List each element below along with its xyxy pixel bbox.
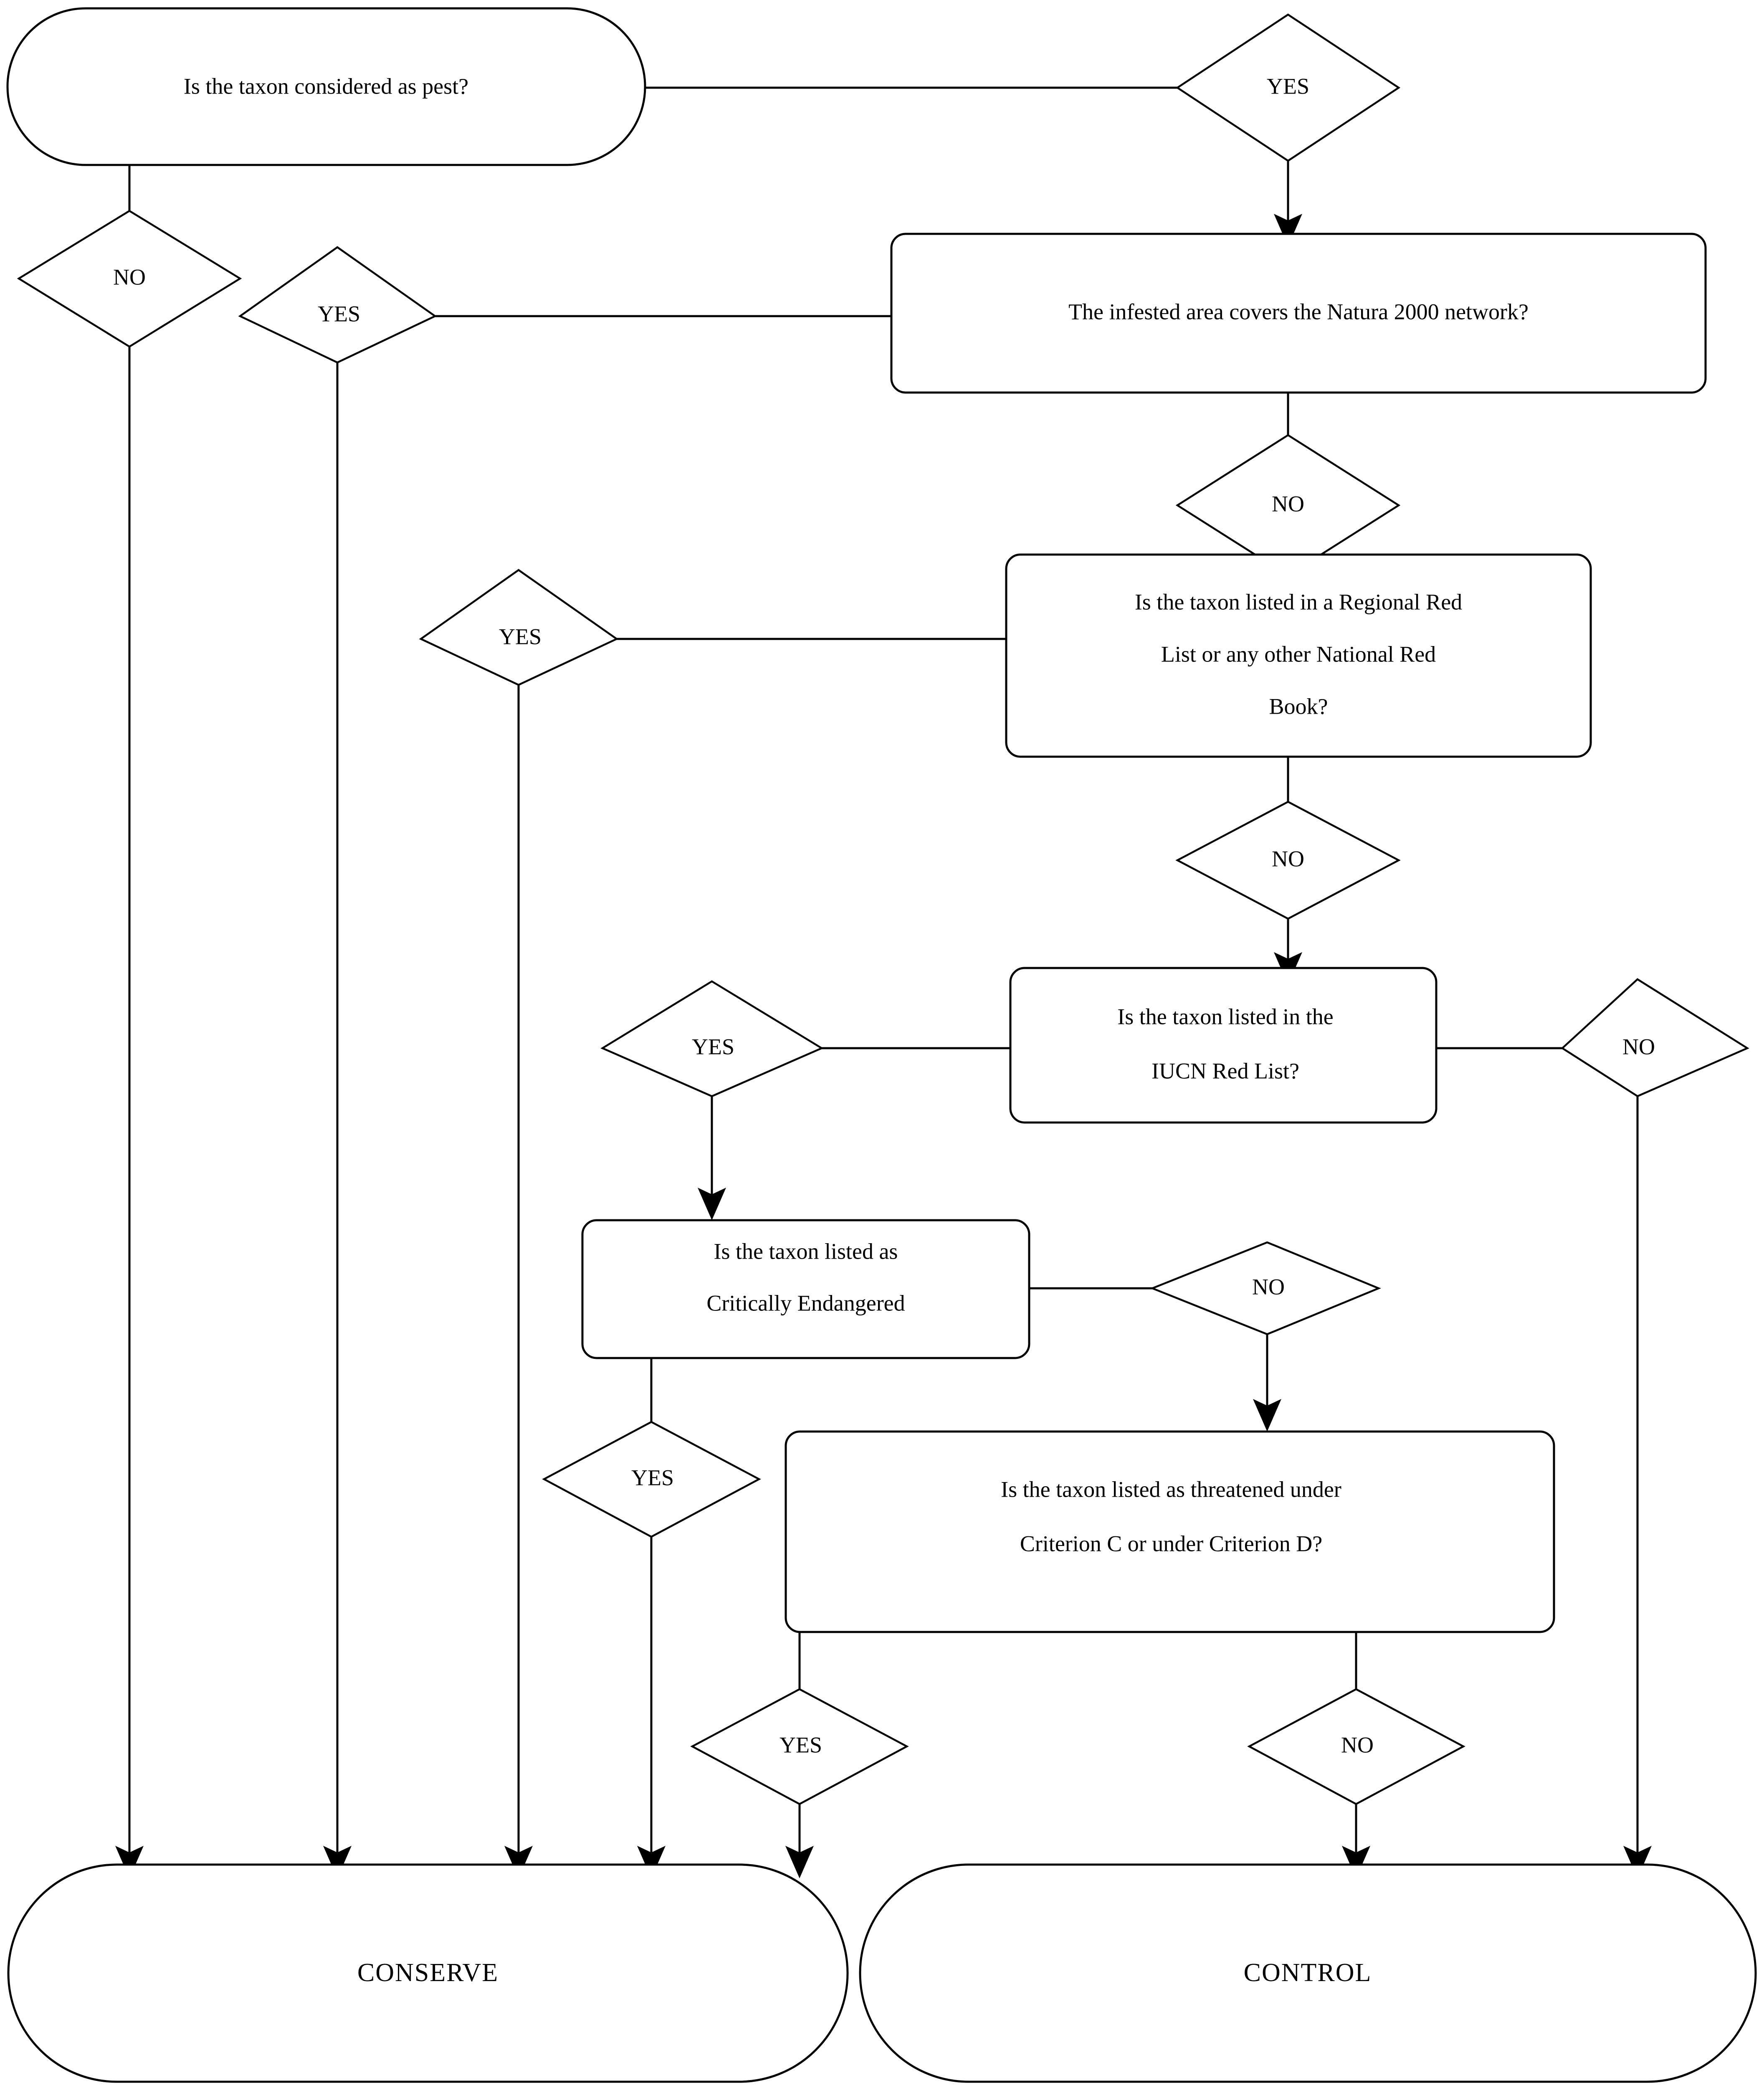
decision-natura-yes-label: YES	[318, 301, 360, 326]
decision-ce-yes[interactable]: YES	[542, 1421, 761, 1538]
node-control-label: CONTROL	[1244, 1959, 1372, 1987]
node-regional-red-list[interactable]: Is the taxon listed in a Regional Red Li…	[1005, 553, 1592, 758]
decision-ce-no[interactable]: NO	[1149, 1241, 1381, 1335]
node-start-pest[interactable]: Is the taxon considered as pest?	[6, 7, 646, 166]
node-control[interactable]: CONTROL	[859, 1863, 1757, 2083]
node-criterion-cd[interactable]: Is the taxon listed as threatened under …	[785, 1430, 1555, 1633]
decision-iucn-yes-label: YES	[692, 1034, 734, 1059]
arrowhead-conserve-2	[323, 1846, 352, 1878]
node-criterion-cd-line2: Criterion C or under Criterion D?	[1020, 1531, 1322, 1556]
node-natura-label: The infested area covers the Natura 2000…	[1068, 299, 1529, 324]
decision-criterion-yes-label: YES	[780, 1732, 822, 1757]
decision-criterion-no[interactable]: NO	[1247, 1688, 1465, 1805]
decision-pest-yes[interactable]: YES	[1175, 13, 1401, 162]
decision-natura-yes[interactable]: YES	[238, 246, 437, 364]
node-iucn-red-list-line2: IUCN Red List?	[1152, 1058, 1299, 1083]
decision-pest-no[interactable]: NO	[17, 210, 242, 348]
node-critically-endangered[interactable]: Is the taxon listed as Critically Endang…	[581, 1219, 1030, 1359]
node-criterion-cd-line1: Is the taxon listed as threatened under	[1001, 1477, 1341, 1502]
node-conserve-label: CONSERVE	[357, 1959, 499, 1987]
arrowhead-criterion	[1253, 1399, 1281, 1432]
decision-regional-yes[interactable]: YES	[419, 569, 619, 686]
arrowhead-conserve-3	[504, 1846, 533, 1878]
node-regional-red-list-line2: List or any other National Red	[1161, 641, 1436, 666]
node-critically-endangered-line1: Is the taxon listed as	[714, 1239, 898, 1264]
decision-natura-no[interactable]: NO	[1175, 434, 1401, 577]
decision-criterion-no-label: NO	[1341, 1732, 1374, 1757]
decision-regional-no-label: NO	[1272, 846, 1304, 871]
decision-regional-no[interactable]: NO	[1175, 801, 1401, 920]
decision-natura-no-label: NO	[1272, 491, 1304, 516]
node-start-pest-label: Is the taxon considered as pest?	[184, 73, 468, 99]
node-conserve[interactable]: CONSERVE	[7, 1863, 849, 2083]
decision-regional-yes-label: YES	[499, 624, 542, 649]
node-natura[interactable]: The infested area covers the Natura 2000…	[890, 233, 1707, 394]
decision-pest-yes-label: YES	[1267, 73, 1309, 99]
decision-pest-no-label: NO	[113, 264, 146, 289]
decision-ce-no-label: NO	[1252, 1274, 1285, 1299]
decision-ce-yes-label: YES	[631, 1465, 674, 1490]
arrowhead-conserve-1	[115, 1846, 144, 1878]
decision-iucn-no-label: NO	[1622, 1034, 1655, 1059]
arrowhead-natura	[1274, 214, 1302, 246]
node-regional-red-list-line3: Book?	[1269, 694, 1328, 719]
node-iucn-red-list[interactable]: Is the taxon listed in the IUCN Red List…	[1009, 967, 1438, 1124]
arrowhead-conserve-5	[785, 1846, 814, 1878]
decision-criterion-yes[interactable]: YES	[690, 1688, 909, 1805]
arrowhead-control-1	[1342, 1846, 1370, 1878]
node-regional-red-list-line1: Is the taxon listed in a Regional Red	[1135, 589, 1462, 614]
decision-iucn-yes[interactable]: YES	[600, 980, 824, 1097]
arrowhead-control-2	[1623, 1846, 1652, 1878]
arrowhead-conserve-4	[637, 1846, 666, 1878]
node-iucn-red-list-line1: Is the taxon listed in the	[1117, 1004, 1333, 1029]
node-critically-endangered-line2: Critically Endangered	[706, 1290, 905, 1315]
arrowhead-ce	[698, 1188, 726, 1220]
decision-iucn-no[interactable]: NO	[1561, 978, 1749, 1097]
